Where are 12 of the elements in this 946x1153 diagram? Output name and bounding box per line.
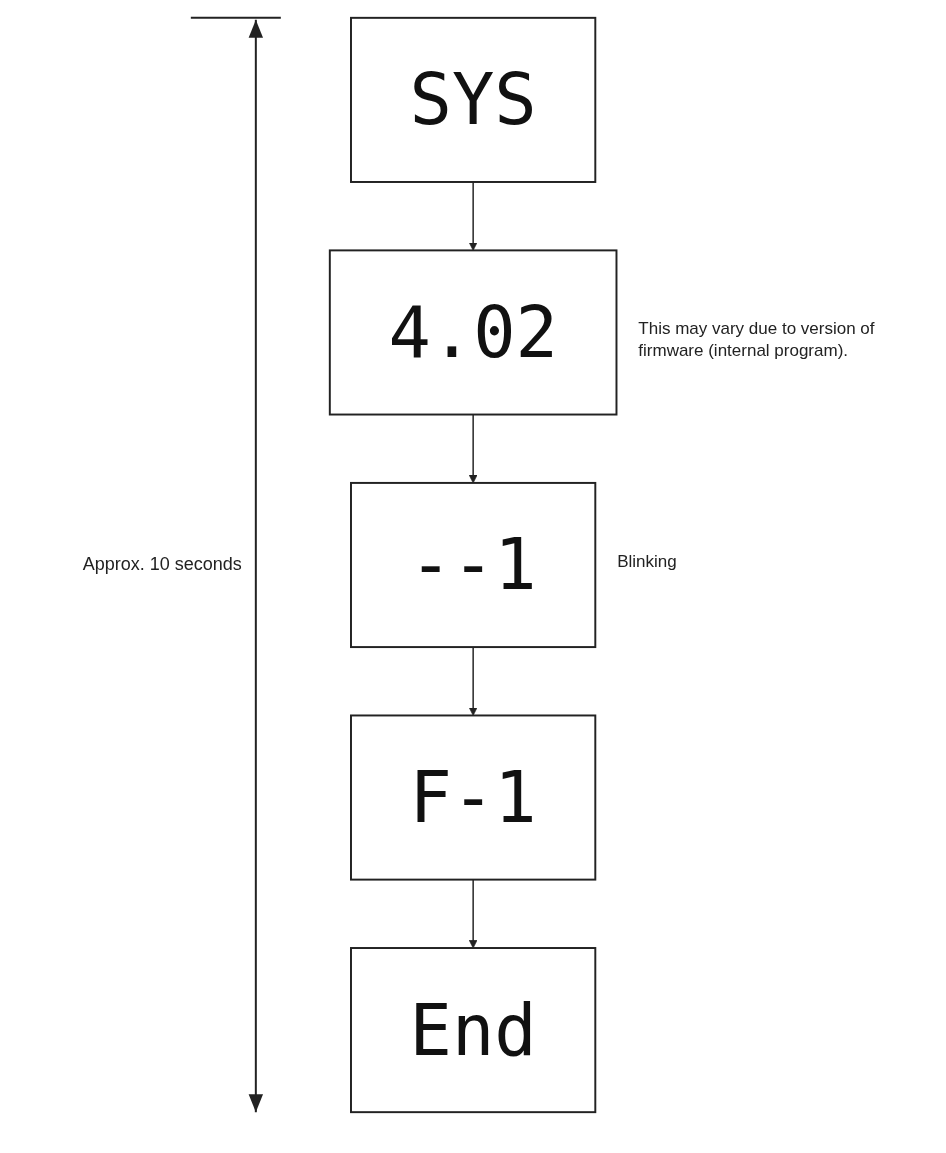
arrow xyxy=(468,181,478,251)
node-box xyxy=(349,714,597,881)
note-text: Blinking xyxy=(617,551,678,573)
note-text: This may vary due to version of firmware (internal program). xyxy=(638,318,876,361)
node-box xyxy=(349,947,597,1114)
node-box xyxy=(328,249,618,416)
duration-label: Approx. 10 seconds xyxy=(82,554,242,575)
arrow xyxy=(468,878,478,949)
node-box xyxy=(349,16,597,183)
arrow xyxy=(468,413,478,484)
arrow xyxy=(468,646,478,716)
node-box xyxy=(349,481,597,649)
